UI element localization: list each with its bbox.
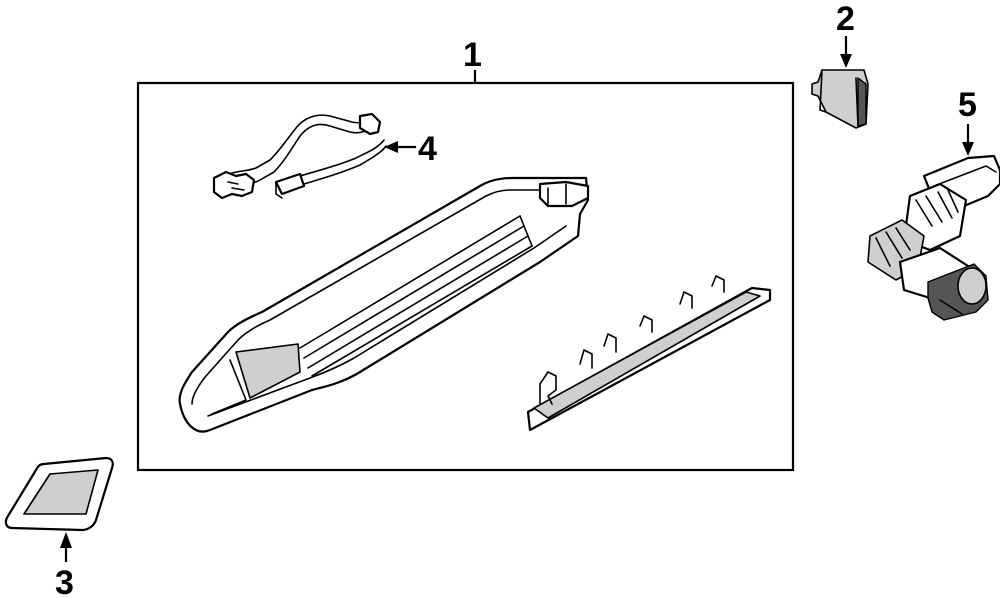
gasket — [4, 456, 114, 532]
callout-2-number: 2 — [836, 0, 855, 38]
callout-5-number: 5 — [958, 86, 977, 124]
bulb-socket — [867, 154, 1000, 321]
assembly-frame — [136, 81, 795, 472]
cover-cap — [811, 69, 869, 129]
lens-strip — [526, 275, 772, 432]
callout-3-number: 3 — [55, 564, 74, 598]
callout-1-number: 1 — [463, 36, 482, 74]
callout-2-arrowhead — [840, 54, 852, 68]
callout-5-arrowhead — [962, 142, 974, 156]
callout-5: 5 — [958, 86, 977, 156]
callout-4: 4 — [384, 130, 437, 168]
lamp-housing — [178, 176, 590, 433]
wiring-harness — [212, 112, 387, 200]
callout-4-arrowhead — [384, 141, 398, 153]
callout-3: 3 — [55, 532, 74, 598]
callout-4-number: 4 — [418, 130, 437, 168]
callout-2: 2 — [836, 0, 855, 68]
callout-1: 1 — [463, 36, 482, 83]
callout-3-arrowhead — [60, 532, 72, 548]
